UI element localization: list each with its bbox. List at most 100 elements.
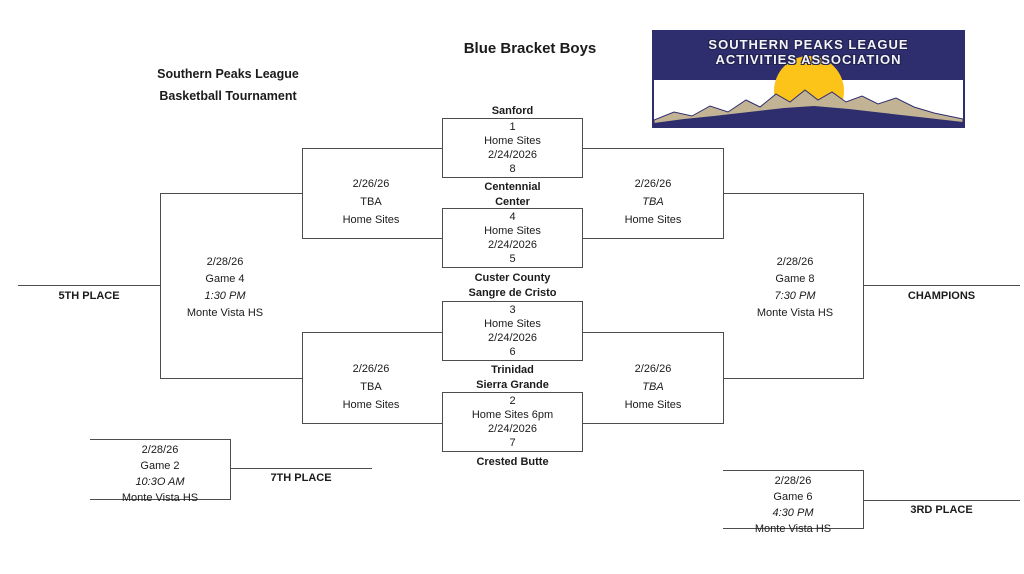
game-box-4: 2 Home Sites 6pm 2/24/2026 7 — [442, 392, 583, 452]
game-site: Home Sites — [624, 399, 682, 411]
game-date: 2/28/26 — [776, 256, 814, 268]
bracket-line — [723, 470, 863, 471]
seventh-place-label: 7TH PLACE — [270, 472, 332, 484]
game-date: 2/28/26 — [141, 444, 179, 456]
bracket-line — [160, 193, 302, 194]
game-date: 2/28/26 — [206, 256, 244, 268]
game-box-3: 3 Home Sites 2/24/2026 6 — [442, 301, 583, 361]
semifinal-info-right-bottom: 2/26/26 TBA Home Sites — [598, 360, 708, 414]
game-line: 4 — [509, 211, 516, 223]
bracket-line — [90, 439, 230, 440]
game-time: 10:3O AM — [135, 476, 185, 488]
bracket-line — [723, 378, 863, 379]
mountains-icon — [654, 89, 963, 126]
game-line: Home Sites — [484, 318, 541, 330]
bracket-line — [90, 499, 230, 500]
bracket-line — [863, 285, 1020, 286]
game-line: 2 — [509, 395, 516, 407]
game-line: 2/24/2026 — [488, 239, 537, 251]
third-place-label: 3RD PLACE — [910, 504, 973, 516]
game-time: TBA — [642, 381, 664, 393]
semifinal-info-left-top: 2/26/26 TBA Home Sites — [316, 175, 426, 229]
game-line: Home Sites — [484, 225, 541, 237]
logo-line-1: SOUTHERN PEAKS LEAGUE — [708, 37, 909, 52]
bracket-line — [302, 148, 303, 239]
bracket-line — [230, 468, 372, 469]
bracket-line — [863, 470, 864, 529]
team-name: Trinidad — [491, 364, 534, 376]
game-date: 2/28/26 — [774, 475, 812, 487]
championship-info: 2/28/26 Game 8 7:30 PM Monte Vista HS — [735, 254, 855, 322]
bracket-line — [583, 423, 723, 424]
bracket-line — [583, 238, 723, 239]
game-line: 1 — [509, 121, 516, 133]
game-date: 2/26/26 — [352, 363, 390, 375]
subtitle-line-2: Basketball Tournament — [159, 89, 297, 103]
game-number: Game 4 — [205, 273, 245, 285]
game-site: Monte Vista HS — [756, 307, 834, 319]
team-name: Sangre de Cristo — [468, 287, 557, 299]
game-line: 7 — [509, 437, 516, 449]
game-box-2: 4 Home Sites 2/24/2026 5 — [442, 208, 583, 268]
fifth-place-label: 5TH PLACE — [58, 290, 120, 302]
semifinal-info-left-bottom: 2/26/26 TBA Home Sites — [316, 360, 426, 414]
fifth-place-info: 2/28/26 Game 4 1:30 PM Monte Vista HS — [165, 254, 285, 322]
game-time: 1:30 PM — [204, 290, 246, 302]
bracket-line — [302, 423, 442, 424]
team-name: Center — [495, 196, 530, 208]
game-line: 2/24/2026 — [488, 149, 537, 161]
game-site: Monte Vista HS — [754, 523, 832, 535]
game-line: 2/24/2026 — [488, 423, 537, 435]
game-site: Home Sites — [342, 214, 400, 226]
tournament-subtitle: Southern Peaks League Basketball Tournam… — [128, 63, 328, 107]
game-line: 5 — [509, 253, 516, 265]
game-date: 2/26/26 — [352, 178, 390, 190]
game-site: Monte Vista HS — [121, 492, 199, 504]
league-logo: SOUTHERN PEAKS LEAGUE ACTIVITIES ASSOCIA… — [652, 30, 965, 128]
game-time: TBA — [360, 381, 382, 393]
champions-label: CHAMPIONS — [907, 290, 976, 302]
bracket-line — [302, 148, 442, 149]
game-date: 2/26/26 — [634, 363, 672, 375]
game-time: 4:30 PM — [772, 507, 814, 519]
team-name: Sierra Grande — [476, 379, 549, 391]
game-time: TBA — [642, 196, 664, 208]
game-line: 2/24/2026 — [488, 332, 537, 344]
game-site: Home Sites — [342, 399, 400, 411]
game-number: Game 6 — [773, 491, 813, 503]
team-name: Crested Butte — [476, 456, 549, 468]
bracket-line — [302, 332, 303, 424]
game-line: 3 — [509, 304, 516, 316]
page-title: Blue Bracket Boys — [463, 40, 597, 57]
bracket-line — [863, 193, 864, 379]
game-date: 2/26/26 — [634, 178, 672, 190]
bracket-line — [863, 500, 1020, 501]
bracket-line — [160, 378, 302, 379]
game-time: TBA — [360, 196, 382, 208]
team-name: Centennial — [484, 181, 541, 193]
game-site: Monte Vista HS — [186, 307, 264, 319]
game-box-1: 1 Home Sites 2/24/2026 8 — [442, 118, 583, 178]
game-line: Home Sites — [484, 135, 541, 147]
bracket-line — [230, 439, 231, 500]
logo-text: SOUTHERN PEAKS LEAGUE ACTIVITIES ASSOCIA… — [654, 37, 963, 67]
logo-line-2: ACTIVITIES ASSOCIATION — [715, 52, 902, 67]
bracket-line — [18, 285, 160, 286]
bracket-line — [583, 148, 723, 149]
third-place-info: 2/28/26 Game 6 4:30 PM Monte Vista HS — [733, 473, 853, 537]
game-number: Game 8 — [775, 273, 815, 285]
team-name: Custer County — [474, 272, 551, 284]
game-line: 6 — [509, 346, 516, 358]
team-name: Sanford — [491, 105, 534, 117]
bracket-line — [583, 332, 723, 333]
bracket-line — [302, 332, 442, 333]
seventh-place-info: 2/28/26 Game 2 10:3O AM Monte Vista HS — [100, 442, 220, 506]
game-line: Home Sites 6pm — [471, 409, 554, 421]
game-line: 8 — [509, 163, 516, 175]
bracket-line — [160, 193, 161, 379]
bracket-line — [723, 193, 863, 194]
bracket-line — [723, 528, 863, 529]
semifinal-info-right-top: 2/26/26 TBA Home Sites — [598, 175, 708, 229]
game-site: Home Sites — [624, 214, 682, 226]
